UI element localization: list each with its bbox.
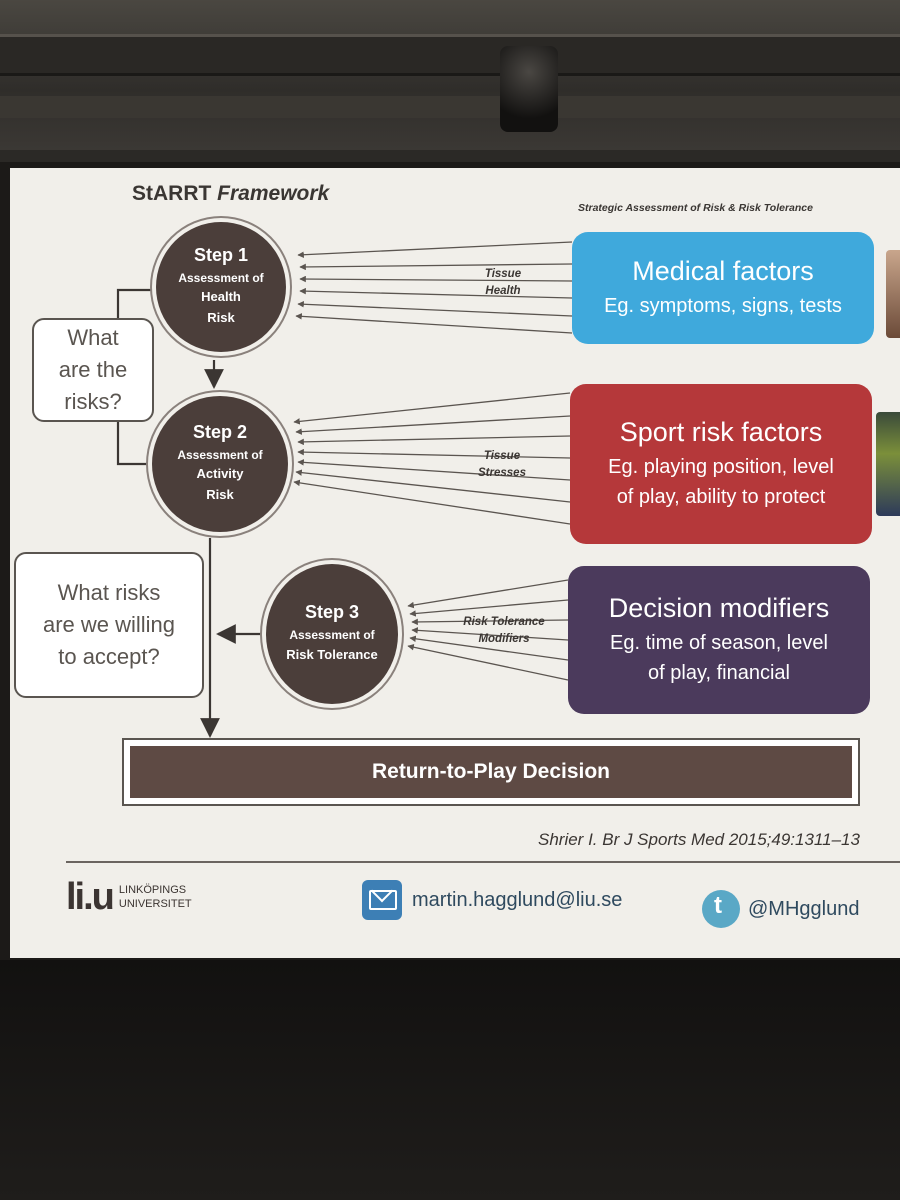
question-risks-line-1: What (67, 325, 119, 351)
title-italic: Framework (217, 182, 330, 205)
step-1-line-2: Health (201, 289, 241, 305)
label-tissue-stresses-line-1: Tissue (483, 450, 521, 462)
email-address[interactable]: martin.hagglund@liu.se (412, 888, 623, 911)
step-2-line-1: Assessment of (177, 448, 263, 462)
medical-factors-body-1: Eg. symptoms, signs, tests (604, 294, 842, 317)
label-tissue-health-line-1: Tissue (484, 268, 522, 280)
slide-subtitle: Strategic Assessment of Risk & Risk Tole… (578, 202, 813, 214)
step-1-line-1: Assessment of (178, 271, 264, 285)
step-2-title: Step 2 (192, 422, 248, 442)
projected-slide: StARRT Framework Strategic Assessment of… (10, 168, 900, 958)
decision-label: Return-to-Play Decision (130, 746, 852, 798)
mail-icon (362, 880, 402, 920)
step-1-line-3: Risk (207, 310, 235, 326)
question-accept-line-2: are we willing (42, 612, 176, 638)
sport-risk-factors-box: Sport risk factors Eg. playing position,… (570, 384, 872, 544)
question-risks-box: What are the risks? (32, 318, 154, 422)
label-tissue-stresses: Tissue Stresses (462, 448, 542, 481)
label-risk-tolerance-modifiers: Risk Tolerance Modifiers (450, 614, 558, 647)
step-1-title: Step 1 (193, 245, 249, 265)
step-2-line-3: Risk (206, 487, 234, 503)
twitter-contact[interactable]: @MHgglund (702, 890, 859, 928)
twitter-handle[interactable]: @MHgglund (748, 897, 860, 920)
step-3-circle: Step 3 Assessment of Risk Tolerance (266, 564, 398, 704)
label-tissue-stresses-line-2: Stresses (478, 466, 526, 479)
decision-modifiers-body-1: Eg. time of season, level (610, 631, 828, 654)
ceiling (0, 0, 900, 150)
ceiling-rail (0, 34, 900, 76)
sport-risk-factors-heading: Sport risk factors (619, 416, 823, 447)
edge-photo-2 (876, 412, 900, 516)
step-1-circle: Step 1 Assessment of Health Risk (156, 222, 286, 352)
decision-modifiers-box: Decision modifiers Eg. time of season, l… (568, 566, 870, 714)
step-2-circle: Step 2 Assessment of Activity Risk (152, 396, 288, 532)
question-accept-box: What risks are we willing to accept? (14, 552, 204, 698)
logo-line-2: UNIVERSITET (118, 897, 192, 910)
citation: Shrier I. Br J Sports Med 2015;49:1311–1… (538, 830, 860, 849)
question-accept-line-3: to accept? (58, 643, 160, 669)
step-3-line-2: Risk Tolerance (286, 646, 378, 662)
decision-modifiers-body-2: of play, financial (648, 661, 790, 684)
edge-photo-1 (886, 250, 900, 338)
medical-factors-heading: Medical factors (632, 255, 814, 286)
ceiling-beam (0, 96, 900, 118)
medical-factors-box: Medical factors Eg. symptoms, signs, tes… (572, 232, 874, 344)
sport-risk-factors-body-2: of play, ability to protect (616, 485, 826, 508)
email-contact[interactable]: martin.hagglund@liu.se (362, 880, 622, 920)
decision-modifiers-heading: Decision modifiers (608, 592, 830, 623)
logo-line-1: LINKÖPINGS (118, 884, 187, 897)
step-3-title: Step 3 (304, 602, 360, 623)
logo-mark: li.u (66, 876, 115, 918)
screen-frame (0, 150, 900, 162)
university-logo: li.u LINKÖPINGS UNIVERSITET (66, 876, 192, 919)
step-3-line-1: Assessment of (289, 628, 375, 643)
title-main: StARRT (132, 182, 212, 205)
step-2-line-2: Activity (196, 466, 244, 482)
projector (500, 46, 558, 132)
label-rtm-line-1: Risk Tolerance (463, 616, 545, 628)
slide-title: StARRT Framework (132, 182, 329, 206)
decision-box: Return-to-Play Decision (122, 738, 860, 806)
label-tissue-health: Tissue Health (468, 266, 538, 299)
question-risks-line-2: are the (58, 357, 128, 383)
logo-name: LINKÖPINGS UNIVERSITET (119, 884, 192, 910)
footer-divider (66, 861, 900, 863)
label-rtm-line-2: Modifiers (478, 632, 530, 645)
twitter-icon (702, 890, 740, 928)
sport-risk-factors-body-1: Eg. playing position, level (608, 455, 834, 478)
room-floor (0, 960, 900, 1200)
question-risks-line-3: risks? (64, 388, 122, 414)
label-tissue-health-line-2: Health (485, 284, 521, 297)
question-accept-line-1: What risks (57, 580, 161, 606)
